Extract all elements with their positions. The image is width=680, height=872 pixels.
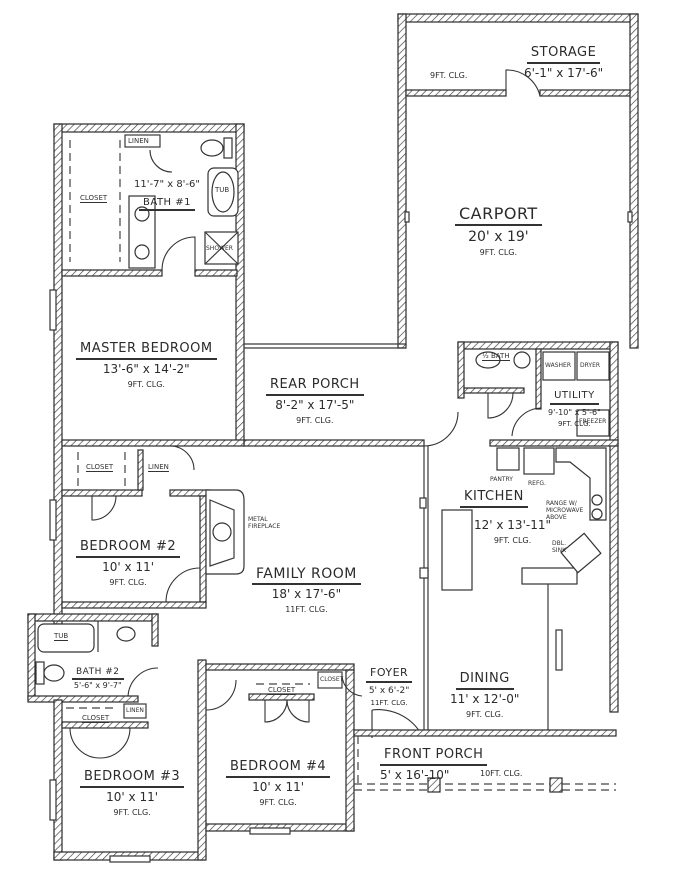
fixture-label-dryer: Dryer (580, 362, 601, 369)
fixture-label-tub2: Tub (54, 632, 69, 641)
fixture-label-closet-b2: Closet (86, 463, 114, 472)
master-suite-walls (49, 123, 245, 625)
room-label-bath2: Bath #2 5'-6" x 9'-7" (72, 667, 124, 691)
family-room-details (419, 497, 429, 579)
rear-porch-walls (243, 343, 425, 447)
storage-ceiling: 9FT. CLG. (430, 71, 468, 80)
fixture-label-closet-foyer: Closet (320, 676, 344, 683)
room-label-storage: Storage 6'-1" x 17'-6" (524, 45, 604, 80)
bedroom2-walls (49, 439, 245, 609)
carport-walls (404, 96, 633, 345)
bedroom4-walls (205, 663, 355, 835)
fixture-label-closet-master: Closet (80, 194, 108, 203)
fixture-label-fireplace: Metal Fireplace (248, 516, 281, 530)
fixture-label-linen3: Linen (126, 707, 144, 714)
fixture-label-refrigerator: Refg. (528, 480, 546, 487)
storage-door-swing (505, 69, 541, 97)
fixture-label-range: Range w/ Microwave Above (546, 500, 584, 522)
front-porch-walls (353, 729, 617, 793)
room-label-front-porch: Front Porch 5' x 16'-10" (380, 744, 488, 783)
fixture-label-tub1: Tub (215, 186, 230, 194)
kitchen-details: 12' x 13'-11" 9FT. CLG. (474, 518, 551, 545)
room-label-carport: Carport 20' x 19' 9FT. CLG. (455, 204, 542, 258)
front-porch-ceiling: 10FT. CLG. (480, 769, 523, 778)
fixture-label-washer: Washer (545, 362, 571, 369)
room-label-bedroom2: Bedroom #2 10' x 11' 9FT. CLG. (76, 536, 181, 587)
room-label-bath1: 11'-7" x 8'-6" Bath #1 (134, 176, 200, 211)
room-label-master-bedroom: Master Bedroom 13'-6" x 14'-2" 9FT. CLG. (76, 338, 217, 389)
fixture-label-half-bath: ½ Bath (482, 352, 510, 361)
fixture-label-linen2: Linen (148, 463, 169, 472)
utility-kitchen-walls (423, 341, 619, 730)
room-label-rear-porch: Rear Porch 8'-2" x 17'-5" 9FT. CLG. (266, 374, 364, 425)
fixture-label-sink: Dbl. Sink (552, 540, 567, 554)
fixture-label-freezer: Freezer (579, 418, 607, 425)
bath2-walls (27, 613, 159, 703)
fixture-label-closet-b3: Closet (82, 714, 110, 723)
fixture-label-pantry: Pantry (490, 476, 513, 483)
fixture-label-shower: Shower (206, 245, 233, 252)
room-label-kitchen: Kitchen (460, 486, 528, 508)
room-label-dining: Dining 11' x 12'-0" 9FT. CLG. (450, 671, 520, 719)
room-label-family-room: Family Room 18' x 17'-6" 11FT. CLG. (252, 564, 361, 614)
fixture-label-closet-b4: Closet (268, 686, 296, 695)
room-label-utility: Utility 9'-10" x 5'-6" 9FT. CLG. (548, 390, 601, 428)
room-label-foyer: Foyer 5' x 6'-2" 11FT. CLG. (366, 662, 413, 707)
room-label-bedroom3: Bedroom #3 10' x 11' 9FT. CLG. (80, 766, 185, 817)
bedroom3-walls (49, 659, 207, 863)
fixture-label-linen1: Linen (128, 137, 149, 145)
room-label-bedroom4: Bedroom #4 10' x 11' 9FT. CLG. (226, 756, 331, 807)
